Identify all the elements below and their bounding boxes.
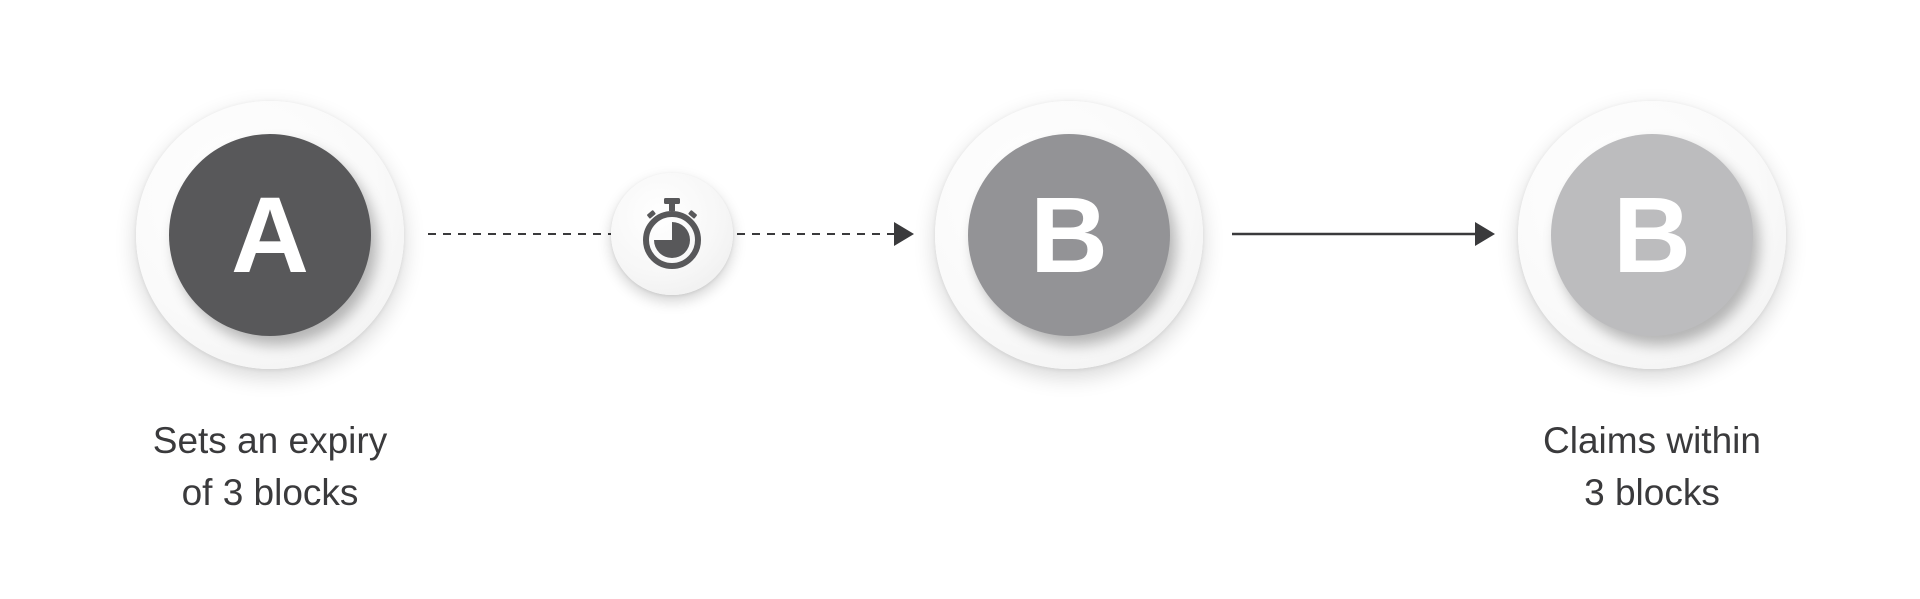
arrowhead-b-to-b: [1475, 222, 1495, 246]
node-b-second-disc: B: [1551, 134, 1753, 336]
node-b-second: B: [1518, 101, 1786, 369]
label-node-a-line2: of 3 blocks: [181, 472, 359, 513]
stopwatch-icon: [643, 198, 701, 269]
node-b-first-disc: B: [968, 134, 1170, 336]
node-b-first-letter: B: [1030, 174, 1108, 295]
node-a-letter: A: [231, 174, 309, 295]
arrowhead-a-to-b: [894, 222, 914, 246]
node-b-second-letter: B: [1613, 174, 1691, 295]
label-node-a: Sets an expiry of 3 blocks: [90, 415, 450, 519]
node-a: A: [136, 101, 404, 369]
dashed-connector-a-to-b: [428, 222, 914, 246]
label-node-b-second-line1: Claims within: [1543, 420, 1761, 461]
node-a-disc: A: [169, 134, 371, 336]
timer-badge: [611, 173, 733, 295]
node-b-first: B: [935, 101, 1203, 369]
label-node-b-second-line2: 3 blocks: [1584, 472, 1720, 513]
label-node-b-second: Claims within 3 blocks: [1472, 415, 1832, 519]
label-node-a-line1: Sets an expiry: [152, 420, 388, 461]
solid-connector-b-to-b: [1232, 222, 1495, 246]
